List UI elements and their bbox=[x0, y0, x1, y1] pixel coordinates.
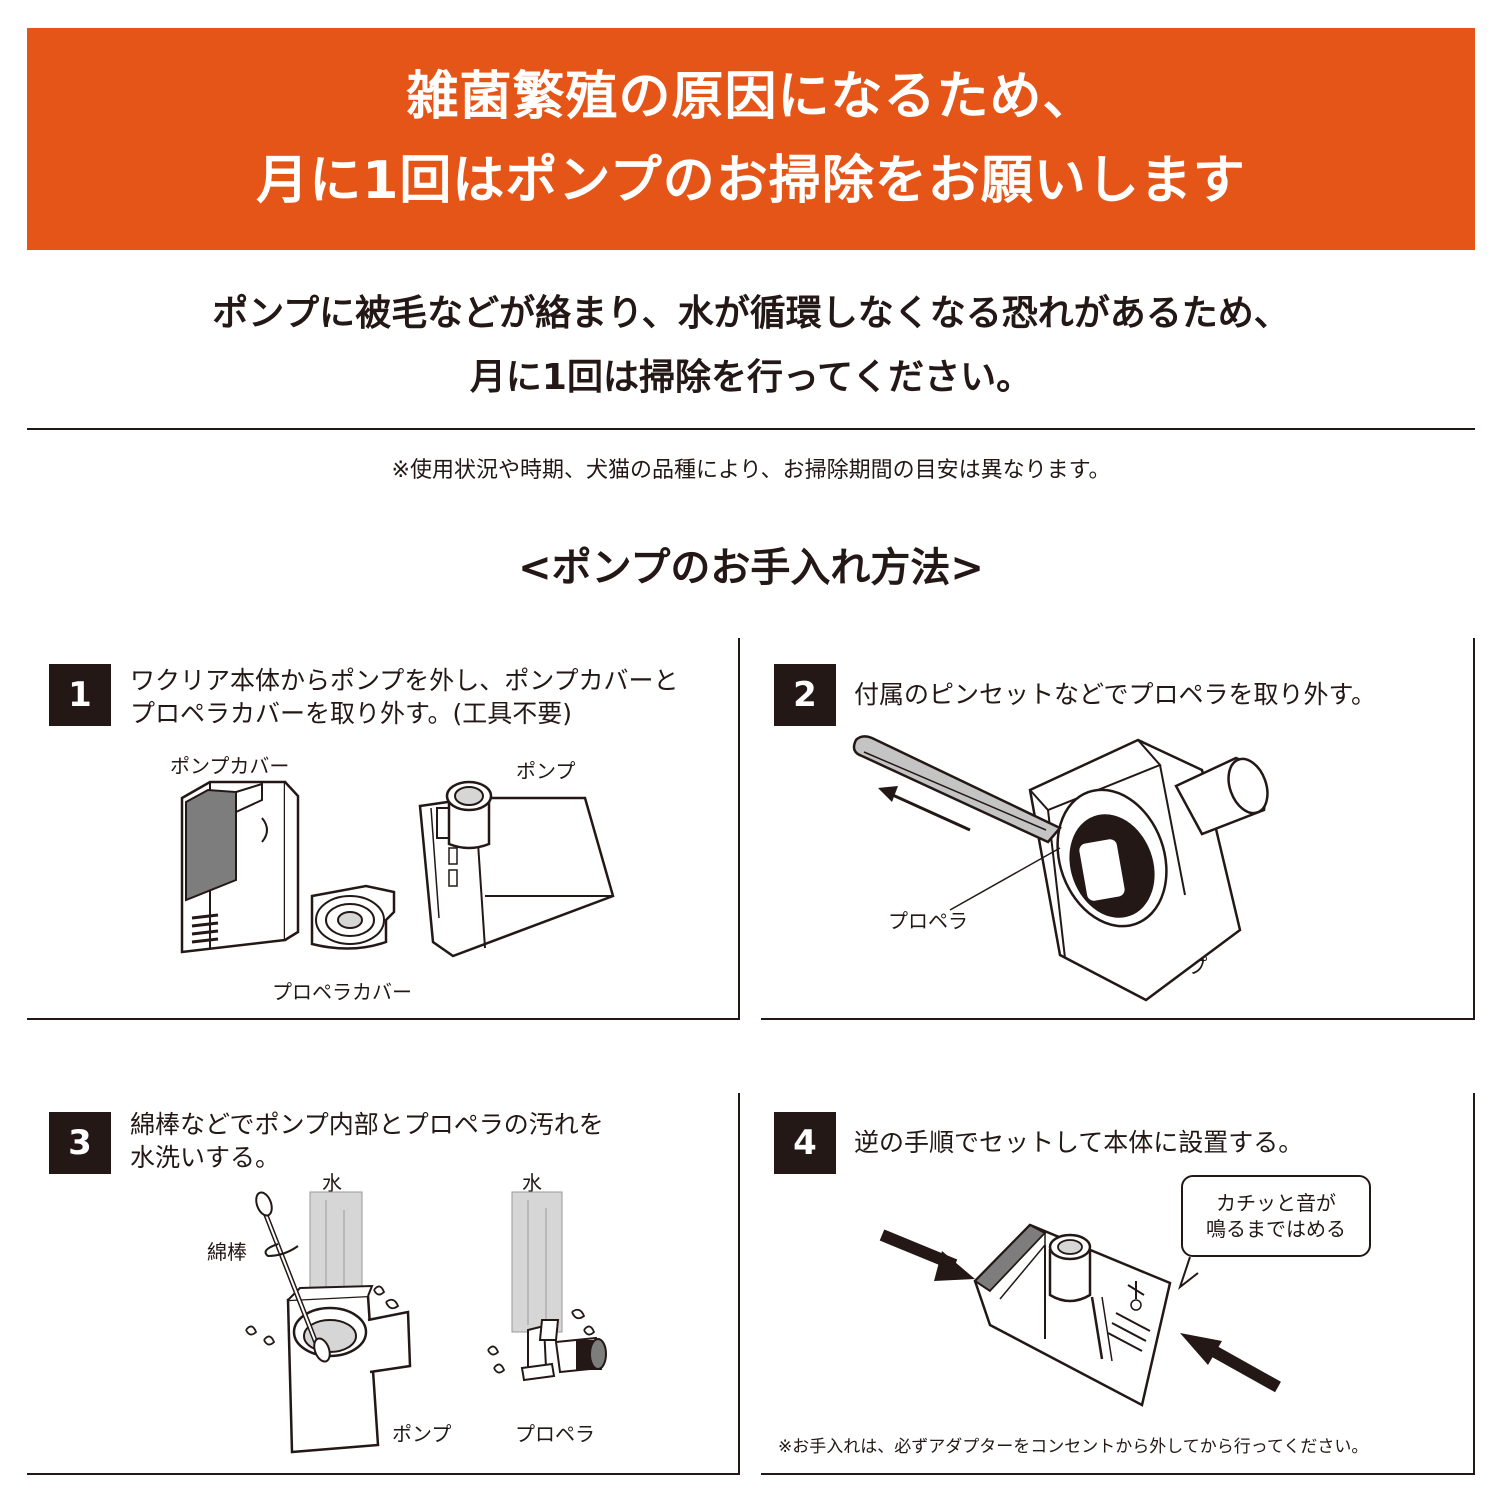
step-3-text-line-2: 水洗いする。 bbox=[130, 1143, 281, 1172]
speech-bubble: カチッと音が 鳴るまではめる bbox=[1181, 1175, 1371, 1257]
panel-border-right bbox=[1473, 638, 1475, 1020]
step-panel-4 bbox=[761, 1093, 1475, 1475]
section-title: <ポンプのお手入れ方法> bbox=[518, 545, 984, 591]
pump-illustration bbox=[418, 780, 615, 958]
step-2-text-line-1: 付属のピンセットなどでプロペラを取り外す。 bbox=[854, 680, 1377, 709]
panel-border-bottom bbox=[27, 1018, 740, 1020]
banner-title-line-2: 月に1回はポンプのお掃除をお願いします bbox=[256, 151, 1246, 211]
label-cotton-swab: 綿棒 bbox=[207, 1240, 247, 1264]
step-1-text-line-1: ワクリア本体からポンプを外し、ポンプカバーと bbox=[130, 666, 679, 695]
washing-pump-illustration bbox=[245, 1191, 412, 1454]
banner-title-line-1: 雑菌繁殖の原因になるため、 bbox=[406, 67, 1096, 127]
usage-note: ※使用状況や時期、犬猫の品種により、お掃除期間の目安は異なります。 bbox=[391, 458, 1111, 483]
install-pump-illustration bbox=[879, 1223, 1281, 1407]
panel-border-right bbox=[1473, 1093, 1475, 1475]
step-panel-3 bbox=[27, 1093, 740, 1475]
step-4-text-line-1: 逆の手順でセットして本体に設置する。 bbox=[854, 1128, 1304, 1157]
step-number-4: 4 bbox=[774, 1112, 836, 1174]
panel-border-bottom bbox=[27, 1473, 740, 1475]
label-pump: ポンプ bbox=[516, 759, 576, 783]
label-propeller: プロペラ bbox=[515, 1422, 595, 1446]
label-pump-cover: ポンプカバー bbox=[170, 754, 290, 778]
step-number-3: 3 bbox=[49, 1112, 111, 1174]
label-pump: ポンプ bbox=[392, 1422, 452, 1446]
step-1-text-line-2: プロペラカバーを取り外す。(工具不要) bbox=[130, 699, 573, 728]
panel-border-bottom bbox=[761, 1473, 1475, 1475]
pump-cover-illustration bbox=[180, 780, 300, 954]
label-propeller-cover: プロペラカバー bbox=[272, 980, 412, 1004]
washing-propeller-illustration bbox=[487, 1191, 607, 1382]
panel-border-right bbox=[738, 638, 740, 1020]
label-propeller: プロペラ bbox=[888, 909, 968, 933]
panel-border-bottom bbox=[761, 1018, 1475, 1020]
step-number-1: 1 bbox=[49, 664, 111, 726]
tweezers-propeller-illustration bbox=[852, 735, 1269, 1002]
step-panel-1 bbox=[27, 638, 740, 1020]
divider bbox=[27, 428, 1475, 430]
bubble-line-2: 鳴るまではめる bbox=[1206, 1217, 1346, 1241]
lead-text: ポンプに被毛などが絡まり、水が循環しなくなる恐れがあるため、 月に1回は掃除を行… bbox=[27, 282, 1475, 410]
label-water-2: 水 bbox=[522, 1171, 542, 1195]
step-number-2: 2 bbox=[774, 664, 836, 726]
label-water-1: 水 bbox=[322, 1171, 342, 1195]
propeller-cover-illustration bbox=[310, 884, 396, 950]
header-banner: 雑菌繁殖の原因になるため、 月に1回はポンプのお掃除をお願いします bbox=[27, 28, 1475, 250]
lead-line-2: 月に1回は掃除を行ってください。 bbox=[469, 357, 1033, 398]
safety-note: ※お手入れは、必ずアダプターをコンセントから外してから行ってください。 bbox=[778, 1437, 1369, 1457]
step-3-text-line-1: 綿棒などでポンプ内部とプロペラの汚れを bbox=[130, 1110, 604, 1139]
panel-border-right bbox=[738, 1093, 740, 1475]
step-panel-2 bbox=[761, 638, 1475, 1020]
lead-line-1: ポンプに被毛などが絡まり、水が循環しなくなる恐れがあるため、 bbox=[212, 293, 1290, 334]
bubble-line-1: カチッと音が bbox=[1216, 1191, 1336, 1215]
